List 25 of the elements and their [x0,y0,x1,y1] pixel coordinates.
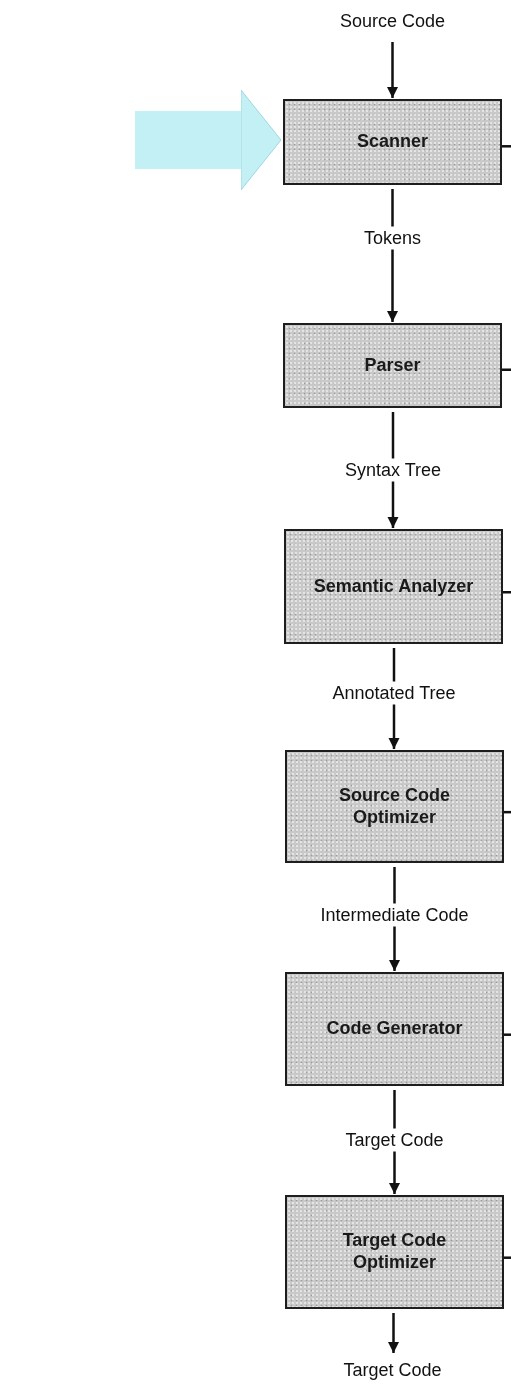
arrow [388,1313,399,1353]
connector-line [504,1033,511,1036]
connector-line [503,591,511,594]
connector-line [502,145,511,148]
process-box [283,323,502,408]
process-box [284,529,503,644]
pointer-arrow [135,89,282,191]
connector-line [504,810,511,814]
connector-line [504,1256,511,1259]
process-name: Semantic Analyzer [312,575,475,598]
process-name: Parser [363,354,422,377]
connector-line [502,368,511,371]
process-box [285,972,504,1086]
process-box [283,99,502,185]
process-box [285,1195,504,1309]
edge-label: Syntax Tree [342,458,444,482]
process-name: Source Code Optimizer [338,784,451,829]
process-name: Target Code Optimizer [341,1230,448,1274]
flow-text: Target Code [343,1360,442,1382]
flow-text: Source Code [339,11,446,33]
edge-label: Tokens [361,226,424,250]
process-name: Code Generator [325,1018,464,1040]
process-name: Scanner [355,131,429,153]
process-box [285,750,504,863]
arrow [387,42,398,98]
